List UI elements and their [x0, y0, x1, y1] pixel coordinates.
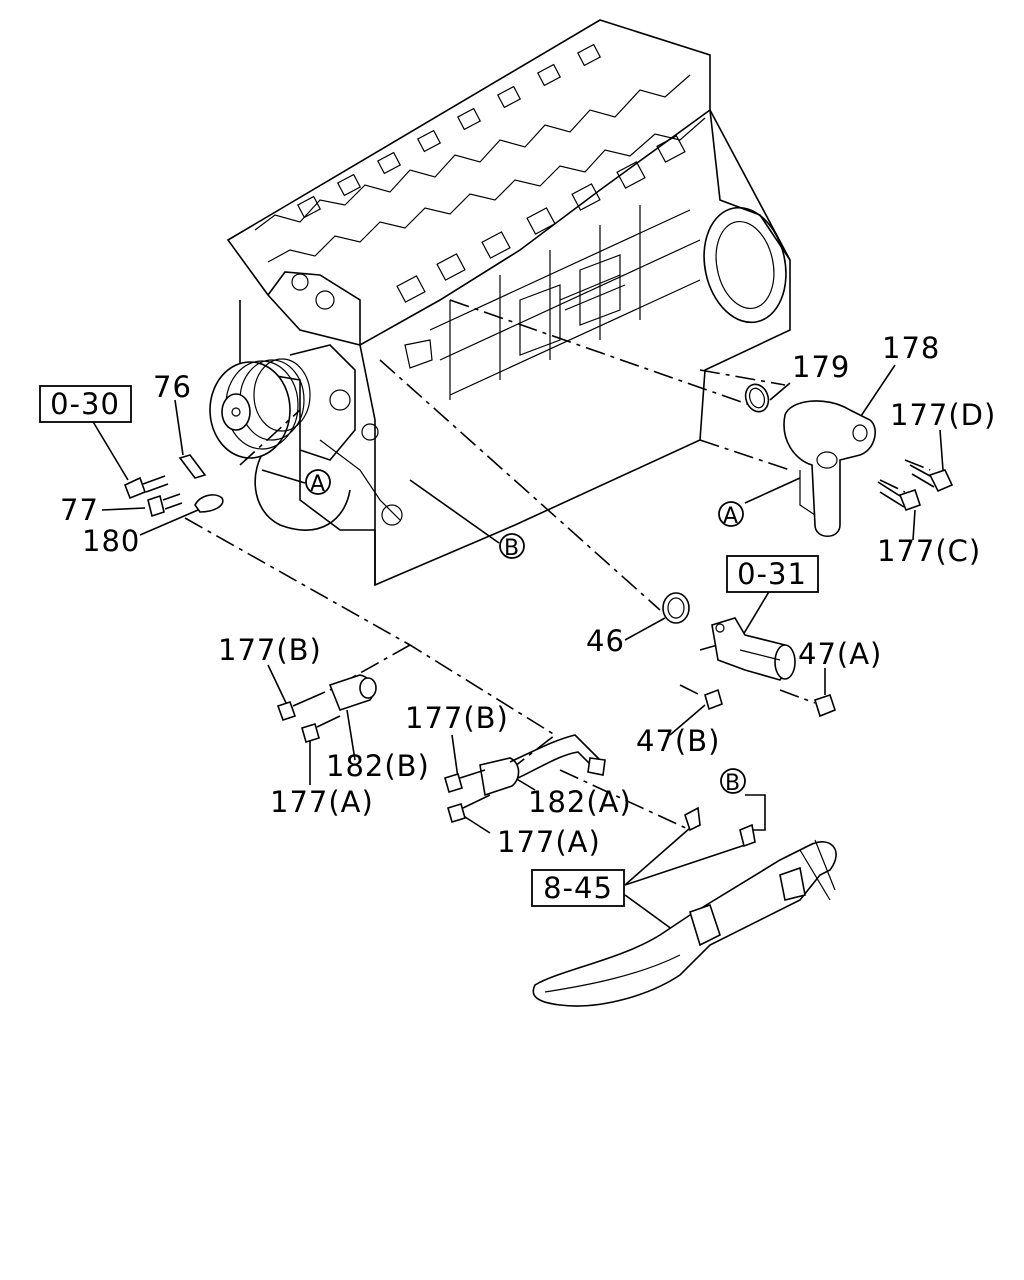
- pulley-illustration: [209, 358, 311, 459]
- ref-box-8-45-text: 8-45: [543, 871, 613, 905]
- ref-box-0-31-text: 0-31: [737, 557, 807, 591]
- label-46: 46: [586, 624, 625, 658]
- part-labels: 76 77 180 179 178 177(D) 177(C) 46 47(A)…: [60, 331, 996, 859]
- label-177-b-left: 177(B): [218, 633, 322, 667]
- label-177-c: 177(C): [877, 534, 981, 568]
- pipe-0-31: [711, 617, 796, 681]
- part-179: [744, 383, 770, 413]
- part-182-a: [444, 734, 606, 824]
- marker-a-left: A: [305, 469, 331, 497]
- marker-b-center-text: B: [504, 536, 520, 561]
- label-179: 179: [792, 350, 850, 384]
- part-178: [783, 400, 876, 538]
- label-47-a: 47(A): [798, 637, 882, 671]
- label-182-b: 182(B): [326, 749, 430, 783]
- part-182-b: [276, 674, 377, 744]
- label-182-a: 182(A): [528, 785, 632, 819]
- label-177-d: 177(D): [890, 398, 996, 432]
- ref-box-0-30: 0-30: [39, 385, 132, 423]
- label-180: 180: [82, 524, 140, 558]
- part-47-b: [704, 688, 723, 711]
- label-76: 76: [153, 370, 192, 404]
- part-180: [194, 494, 224, 513]
- marker-b-center: B: [499, 533, 525, 561]
- pipe-8-45: [532, 806, 837, 1007]
- ref-box-0-30-text: 0-30: [50, 387, 120, 421]
- part-46: [662, 592, 690, 624]
- part-177-d: [909, 464, 954, 493]
- ref-box-0-31: 0-31: [726, 555, 819, 593]
- marker-a-left-text: A: [310, 472, 326, 497]
- part-47-a: [814, 693, 836, 718]
- marker-a-right: A: [718, 501, 744, 529]
- engine-block-illustration: [209, 19, 791, 587]
- label-177-b-mid: 177(B): [405, 701, 509, 735]
- marker-b-bottom: B: [720, 768, 746, 796]
- marker-a-right-text: A: [723, 504, 739, 529]
- label-178: 178: [882, 331, 940, 365]
- marker-b-bottom-text: B: [725, 771, 741, 796]
- label-47-b: 47(B): [636, 724, 720, 758]
- part-177-c: [877, 481, 922, 512]
- ref-box-8-45: 8-45: [531, 869, 625, 907]
- bolt-part: [123, 475, 169, 500]
- label-177-a-mid: 177(A): [497, 825, 601, 859]
- label-177-a-left: 177(A): [270, 785, 374, 819]
- label-77: 77: [60, 493, 99, 527]
- part-76: [178, 454, 207, 479]
- part-77: [147, 493, 183, 518]
